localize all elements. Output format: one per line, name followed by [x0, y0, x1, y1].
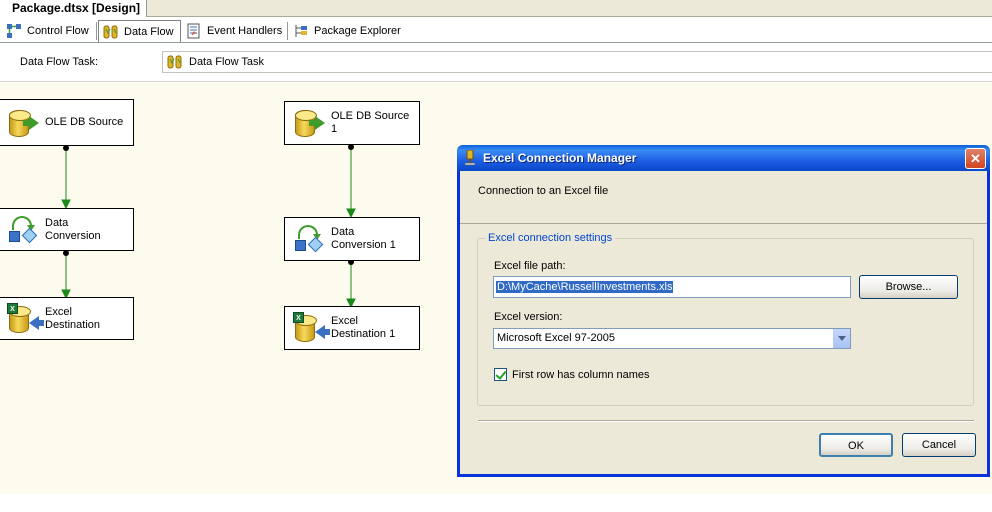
- task-combo-value: Data Flow Task: [189, 56, 264, 68]
- excel-destination-icon: X: [7, 302, 44, 335]
- dialog-header: Connection to an Excel file: [460, 171, 987, 224]
- dialog-separator: [478, 420, 974, 422]
- data-flow-task-icon: [167, 54, 183, 70]
- dialog-title: Excel Connection Manager: [483, 151, 637, 165]
- component-label: OLE DB Source 1: [331, 110, 410, 135]
- component-data-conversion-1[interactable]: Data Conversion 1: [284, 217, 420, 261]
- excel-connection-manager-dialog: Excel Connection Manager ✕ Connection to…: [457, 145, 990, 477]
- connector-anchor: [63, 145, 69, 151]
- close-icon: ✕: [970, 151, 981, 166]
- control-flow-icon: [6, 23, 22, 39]
- component-label: OLE DB Source: [45, 116, 124, 128]
- component-ole-db-source-1[interactable]: OLE DB Source 1: [284, 101, 420, 145]
- connector-anchor: [348, 144, 354, 150]
- tab-separator: [96, 22, 97, 40]
- database-source-icon: [293, 107, 325, 139]
- group-title: Excel connection settings: [485, 232, 616, 244]
- file-path-label: Excel file path:: [494, 260, 566, 272]
- connectors: [61, 144, 356, 309]
- task-selector-row: Data Flow Task: Data Flow Task: [0, 44, 992, 82]
- data-conversion-icon: [7, 214, 39, 246]
- task-label: Data Flow Task:: [20, 56, 99, 68]
- component-label: Excel Destination 1: [331, 315, 396, 340]
- excel-destination-icon: X: [293, 312, 330, 344]
- connection-settings-group: Excel connection settings: [477, 232, 974, 406]
- component-label: Data Conversion 1: [331, 226, 396, 251]
- excel-version-label: Excel version:: [494, 311, 563, 323]
- data-flow-icon: [103, 24, 119, 40]
- connection-manager-icon: [463, 149, 477, 166]
- event-handlers-icon: [186, 23, 202, 39]
- connector-arrow: [61, 289, 71, 300]
- component-label: Data Conversion: [45, 216, 101, 242]
- cancel-button[interactable]: Cancel: [902, 433, 976, 457]
- data-conversion-icon: [293, 223, 325, 255]
- component-excel-destination-1[interactable]: X Excel Destination 1: [284, 306, 420, 350]
- tab-separator: [287, 22, 288, 40]
- tab-label: Control Flow: [27, 25, 89, 37]
- connector-arrow: [61, 199, 71, 210]
- task-combo[interactable]: Data Flow Task: [162, 51, 992, 73]
- connector-anchor: [63, 250, 69, 256]
- file-path-value: D:\MyCache\RussellInvestments.xls: [496, 281, 674, 293]
- dialog-subtitle: Connection to an Excel file: [478, 185, 609, 197]
- first-row-checkbox[interactable]: [494, 368, 507, 381]
- tab-label: Data Flow: [124, 25, 174, 38]
- first-row-label[interactable]: First row has column names: [512, 369, 650, 381]
- component-data-conversion[interactable]: Data Conversion: [0, 208, 134, 251]
- browse-button[interactable]: Browse...: [859, 275, 958, 299]
- document-tab[interactable]: Package.dtsx [Design]: [0, 0, 148, 17]
- database-source-icon: [7, 107, 39, 139]
- tab-label: Event Handlers: [207, 25, 283, 37]
- connector-arrow: [346, 298, 356, 309]
- connector-arrow: [346, 208, 356, 219]
- chevron-down-icon[interactable]: [833, 329, 850, 348]
- document-tab-strip: Package.dtsx [Design]: [0, 0, 992, 17]
- component-label: Excel Destination: [45, 305, 101, 331]
- component-ole-db-source[interactable]: OLE DB Source: [0, 99, 134, 146]
- excel-version-select[interactable]: Microsoft Excel 97-2005: [493, 328, 851, 349]
- component-excel-destination[interactable]: X Excel Destination: [0, 297, 134, 340]
- excel-version-value: Microsoft Excel 97-2005: [497, 332, 615, 344]
- dialog-titlebar[interactable]: Excel Connection Manager ✕: [457, 145, 990, 171]
- close-button[interactable]: ✕: [965, 148, 986, 169]
- tab-label: Package Explorer: [314, 25, 401, 37]
- tab-data-flow[interactable]: Data Flow: [98, 20, 181, 42]
- tab-control-flow[interactable]: Control Flow: [2, 20, 95, 42]
- file-path-input[interactable]: D:\MyCache\RussellInvestments.xls: [493, 276, 851, 298]
- ok-button[interactable]: OK: [819, 433, 893, 457]
- designer-tab-bar: Control Flow Data Flow Event Handlers Pa…: [0, 18, 992, 43]
- tab-event-handlers[interactable]: Event Handlers: [182, 20, 288, 42]
- tab-package-explorer[interactable]: Package Explorer: [289, 20, 407, 42]
- package-explorer-icon: [293, 23, 309, 39]
